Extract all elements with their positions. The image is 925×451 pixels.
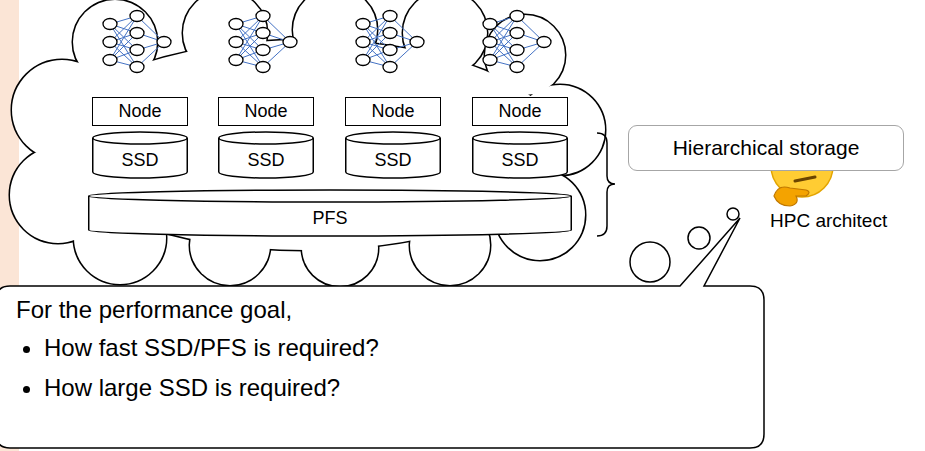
network-neuron (157, 37, 171, 48)
network-neuron (410, 37, 424, 48)
neural-network-icon (103, 11, 171, 73)
network-neuron (383, 45, 397, 56)
network-neuron (130, 62, 144, 73)
storage-name: PFS (312, 208, 347, 229)
node-name: Node (244, 101, 287, 122)
network-neuron (510, 28, 524, 39)
cloud-part (485, 15, 565, 95)
cloud-fill (293, 0, 377, 72)
storage-label-box: Hierarchical storage (628, 125, 904, 171)
question-item: How fast SSD/PFS is required? (44, 328, 764, 368)
cylinder-rim (89, 196, 572, 202)
cylinder-rim (93, 138, 188, 144)
ssd-cylinder: SSD (92, 132, 188, 178)
network-neuron (383, 11, 397, 22)
node-name: Node (118, 101, 161, 122)
network-neuron (130, 28, 144, 39)
role-label: HPC architect (770, 210, 887, 232)
network-neuron (483, 19, 497, 30)
question-item: How large SSD is required? (44, 368, 764, 408)
storage-name: SSD (501, 150, 538, 171)
cylinder-rim (219, 138, 314, 144)
network-neuron (283, 37, 297, 48)
question-callout: For the performance goal, How fast SSD/PF… (0, 286, 764, 448)
question-list: How fast SSD/PFS is required?How large S… (16, 328, 764, 408)
cylinder-body (473, 132, 568, 178)
storage-label: Hierarchical storage (673, 136, 860, 160)
network-neuron (356, 55, 370, 66)
mouth (795, 177, 815, 181)
cloud-outline (10, 0, 605, 286)
node-name: Node (371, 101, 414, 122)
cylinder-rim (473, 138, 568, 144)
compute-node-box: Node (218, 97, 314, 126)
ssd-cylinder: SSD (218, 132, 314, 178)
thought-bubble (727, 208, 739, 220)
network-neuron (483, 37, 497, 48)
cloud-fill (183, 0, 267, 75)
callout-heading: For the performance goal, (16, 296, 764, 324)
network-neuron (483, 55, 497, 66)
storage-name: SSD (121, 150, 158, 171)
network-neuron (130, 45, 144, 56)
cylinder-body (346, 132, 441, 178)
neural-network-icon (229, 11, 297, 73)
network-neuron (356, 19, 370, 30)
network-neuron (103, 55, 117, 66)
compute-node-box: Node (345, 97, 441, 126)
cloud-fill (403, 0, 487, 75)
thought-bubble (688, 227, 710, 249)
network-neuron (510, 45, 524, 56)
thought-bubble (630, 242, 670, 282)
network-neuron (229, 37, 243, 48)
pfs-cylinder: PFS (88, 190, 572, 236)
node-name: Node (498, 101, 541, 122)
neural-network-icon (483, 11, 551, 73)
cloud-fill (485, 15, 565, 95)
cylinder-body (93, 132, 188, 178)
network-neuron (256, 11, 270, 22)
network-neuron (256, 62, 270, 73)
cylinder-rim (346, 138, 441, 144)
network-neuron (130, 11, 144, 22)
cylinder-body (219, 132, 314, 178)
ssd-cylinder: SSD (472, 132, 568, 178)
neural-network-icon (356, 11, 424, 73)
network-neuron (537, 37, 551, 48)
ssd-cylinder: SSD (345, 132, 441, 178)
network-neuron (229, 19, 243, 30)
compute-node-box: Node (472, 97, 568, 126)
callout-border (0, 218, 764, 448)
network-neuron (229, 55, 243, 66)
cylinder-body (89, 190, 572, 236)
compute-node-box: Node (92, 97, 188, 126)
neural-network-icons (103, 11, 551, 73)
storage-name: SSD (247, 150, 284, 171)
network-neuron (510, 62, 524, 73)
network-neuron (103, 19, 117, 30)
network-neuron (256, 28, 270, 39)
storage-name: SSD (374, 150, 411, 171)
hand (774, 187, 809, 206)
network-neuron (256, 45, 270, 56)
bracket (597, 133, 615, 236)
network-neuron (383, 28, 397, 39)
network-neuron (510, 11, 524, 22)
network-neuron (356, 37, 370, 48)
network-neuron (103, 37, 117, 48)
network-neuron (383, 62, 397, 73)
